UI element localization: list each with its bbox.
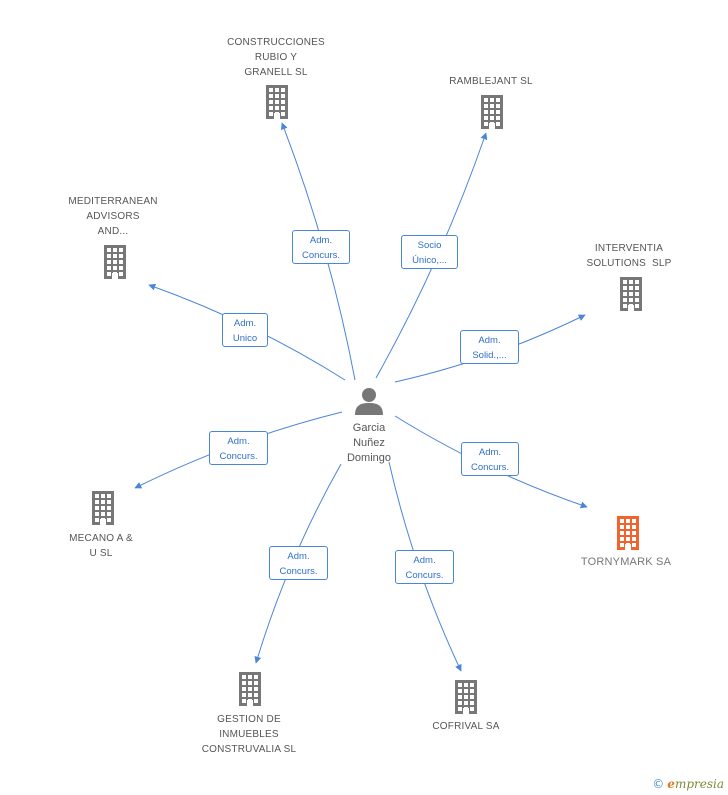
copyright-symbol: © — [652, 777, 665, 791]
empresia-brand: ©empresia — [652, 777, 724, 791]
company-label-ramblejant[interactable]: RAMBLEJANT SL — [449, 76, 533, 87]
company-label-construcciones[interactable]: CONSTRUCCIONES RUBIO Y GRANELL SL — [227, 37, 325, 78]
company-label-gestion[interactable]: GESTION DE INMUEBLES CONSTRUVALIA SL — [201, 714, 297, 755]
edge-label-interventia[interactable]: Adm. Solid.,... — [460, 330, 519, 364]
edge-label-ramblejant[interactable]: Socio Único,... — [401, 235, 458, 269]
company-label-interventia[interactable]: INTERVENTIA SOLUTIONS SLP — [586, 243, 672, 269]
building-icon[interactable] — [264, 85, 290, 124]
edge-label-construcciones[interactable]: Adm. Concurs. — [292, 230, 350, 264]
edge-label-mediterranean[interactable]: Adm. Unico — [222, 313, 268, 347]
edge-label-cofrival[interactable]: Adm. Concurs. — [395, 550, 454, 584]
edge-label-gestion[interactable]: Adm. Concurs. — [269, 546, 328, 580]
company-label-mecano[interactable]: MECANO A & U SL — [69, 533, 133, 559]
company-label-tornymark[interactable]: TORNYMARK SA — [580, 556, 672, 568]
company-label-cofrival[interactable]: COFRIVAL SA — [432, 721, 500, 732]
building-icon[interactable] — [453, 680, 479, 719]
building-icon[interactable] — [237, 672, 263, 711]
edge-label-mecano[interactable]: Adm. Concurs. — [209, 431, 268, 465]
person-icon[interactable] — [354, 386, 384, 421]
company-label-mediterranean[interactable]: MEDITERRANEAN ADVISORS AND... — [68, 196, 158, 237]
center-person-name[interactable]: Garcia Nuñez Domingo — [346, 422, 392, 464]
building-icon[interactable] — [615, 516, 641, 555]
brand-initial: e — [667, 777, 675, 791]
building-icon[interactable] — [90, 491, 116, 530]
edge-label-tornymark[interactable]: Adm. Concurs. — [461, 442, 519, 476]
brand-name: mpresia — [674, 777, 724, 791]
building-icon[interactable] — [479, 95, 505, 134]
building-icon[interactable] — [102, 245, 128, 284]
building-icon[interactable] — [618, 277, 644, 316]
